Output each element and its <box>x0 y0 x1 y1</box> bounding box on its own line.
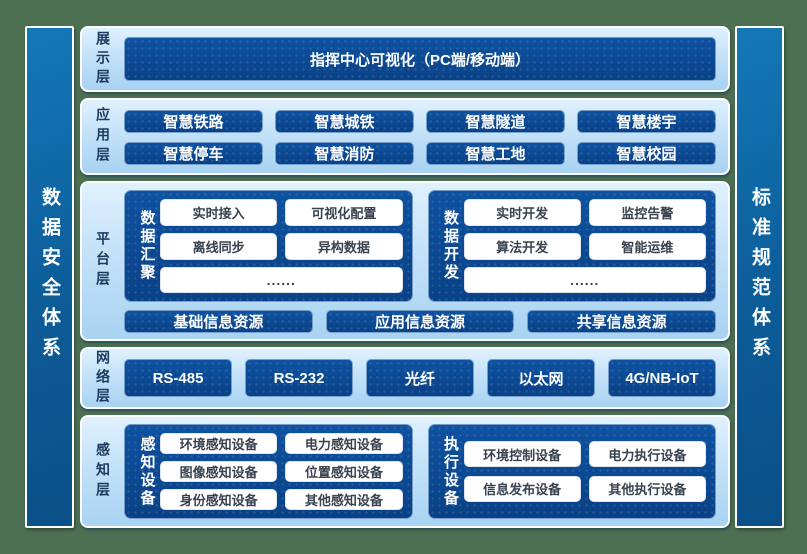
layer-stack: 展示层 指挥中心可视化（PC端/移动端） 应用层 智慧铁路 智慧城铁 智慧隧道 … <box>80 26 730 528</box>
capability-box-heterogeneous-data: 异构数据 <box>285 233 403 260</box>
group-label-col: 执行设备 <box>438 433 464 510</box>
capability-box-offline-sync: 离线同步 <box>160 233 278 260</box>
network-box-rs485: RS-485 <box>124 359 232 397</box>
layer-label-col: 应用层 <box>82 100 124 173</box>
data-aggregation-panel: 数据汇聚 实时接入 可视化配置 离线同步 异构数据 ...... <box>124 190 413 303</box>
command-center-box: 指挥中心可视化（PC端/移动端） <box>124 37 716 82</box>
app-box-smart-parking: 智慧停车 <box>124 142 263 166</box>
layer-perception-label: 感知层 <box>95 441 111 502</box>
resource-box-application-info: 应用信息资源 <box>325 310 515 334</box>
data-development-grid: 实时开发 监控告警 算法开发 智能运维 ...... <box>463 199 706 294</box>
data-development-label: 数据开发 <box>442 210 459 283</box>
capability-box-realtime-dev: 实时开发 <box>463 199 581 227</box>
group-label-col: 数据汇聚 <box>134 199 160 293</box>
capability-box-intelligent-ops: 智能运维 <box>588 233 706 260</box>
data-aggregation-label: 数据汇聚 <box>138 210 156 283</box>
layer-platform-label: 平台层 <box>95 231 111 292</box>
app-box-smart-campus: 智慧校园 <box>577 142 716 166</box>
layer-display-label: 展示层 <box>95 30 111 88</box>
layer-application-content: 智慧铁路 智慧城铁 智慧隧道 智慧楼宇 智慧停车 智慧消防 智慧工地 智慧校园 <box>124 100 728 173</box>
network-box-ethernet: 以太网 <box>487 359 595 397</box>
app-box-smart-building: 智慧楼宇 <box>577 110 716 134</box>
standards-label: 标准规范体系 <box>749 187 770 367</box>
platform-groups: 数据汇聚 实时接入 可视化配置 离线同步 异构数据 ...... 数据开发 <box>124 190 716 303</box>
layer-application: 应用层 智慧铁路 智慧城铁 智慧隧道 智慧楼宇 智慧停车 智慧消防 智慧工地 智… <box>80 98 730 176</box>
device-box-environment-sensing: 环境感知设备 <box>160 433 278 454</box>
device-box-image-sensing: 图像感知设备 <box>160 461 278 482</box>
network-box-fiber: 光纤 <box>366 359 474 397</box>
app-box-smart-metro: 智慧城铁 <box>275 110 414 134</box>
device-box-power-actuator: 电力执行设备 <box>588 441 706 468</box>
capability-box-monitoring-alert: 监控告警 <box>588 199 706 227</box>
resource-row: 基础信息资源 应用信息资源 共享信息资源 <box>124 310 717 334</box>
capability-box-more: ...... <box>160 266 403 294</box>
layer-display-content: 指挥中心可视化（PC端/移动端） <box>124 28 728 90</box>
capability-box-visual-config: 可视化配置 <box>285 199 403 227</box>
group-label-col: 数据开发 <box>438 199 464 293</box>
device-box-other-sensing: 其他感知设备 <box>285 489 403 510</box>
layer-network: 网络层 RS-485 RS-232 光纤 以太网 4G/NB-IoT <box>80 347 730 409</box>
actuator-devices-label: 执行设备 <box>442 435 459 508</box>
layer-network-label: 网络层 <box>95 349 111 407</box>
layer-perception-content: 感知设备 环境感知设备 电力感知设备 图像感知设备 位置感知设备 身份感知设备 … <box>124 417 728 526</box>
data-security-label: 数据安全体系 <box>39 187 60 367</box>
device-box-other-actuator: 其他执行设备 <box>588 475 706 502</box>
device-box-info-publishing: 信息发布设备 <box>463 475 581 502</box>
network-box-4g-nbiot: 4G/NB-IoT <box>608 359 716 397</box>
capability-box-more: ...... <box>463 266 706 294</box>
layer-label-col: 平台层 <box>82 183 124 339</box>
device-box-identity-sensing: 身份感知设备 <box>160 489 278 510</box>
network-box-rs232: RS-232 <box>245 359 353 397</box>
layer-platform: 平台层 数据汇聚 实时接入 可视化配置 离线同步 异构数据 ...... <box>80 181 730 342</box>
resource-box-shared-info: 共享信息资源 <box>527 310 717 334</box>
resource-box-basic-info: 基础信息资源 <box>124 310 313 334</box>
layer-network-content: RS-485 RS-232 光纤 以太网 4G/NB-IoT <box>124 349 728 407</box>
data-development-panel: 数据开发 实时开发 监控告警 算法开发 智能运维 ...... <box>427 190 716 303</box>
standards-sidebar: 标准规范体系 <box>735 26 784 528</box>
sensing-devices-grid: 环境感知设备 电力感知设备 图像感知设备 位置感知设备 身份感知设备 其他感知设… <box>160 433 403 510</box>
device-box-environment-control: 环境控制设备 <box>463 441 581 468</box>
app-box-smart-railway: 智慧铁路 <box>124 110 263 134</box>
data-security-sidebar: 数据安全体系 <box>25 26 74 528</box>
layer-perception: 感知层 感知设备 环境感知设备 电力感知设备 图像感知设备 位置感知设备 身份感… <box>80 415 730 528</box>
group-label-col: 感知设备 <box>134 433 160 510</box>
sensing-devices-panel: 感知设备 环境感知设备 电力感知设备 图像感知设备 位置感知设备 身份感知设备 … <box>124 424 413 519</box>
device-box-location-sensing: 位置感知设备 <box>285 461 403 482</box>
layer-label-col: 展示层 <box>82 28 124 90</box>
layer-display: 展示层 指挥中心可视化（PC端/移动端） <box>80 26 730 93</box>
app-box-smart-firefighting: 智慧消防 <box>275 142 414 166</box>
capability-box-realtime-access: 实时接入 <box>160 199 278 227</box>
sensing-devices-label: 感知设备 <box>138 435 156 508</box>
device-box-power-sensing: 电力感知设备 <box>285 433 403 454</box>
layer-label-col: 网络层 <box>82 349 124 407</box>
app-box-smart-tunnel: 智慧隧道 <box>426 110 565 134</box>
layer-label-col: 感知层 <box>82 417 124 526</box>
layer-application-label: 应用层 <box>95 106 111 167</box>
app-box-smart-site: 智慧工地 <box>426 142 565 166</box>
actuator-devices-grid: 环境控制设备 电力执行设备 信息发布设备 其他执行设备 <box>463 433 706 510</box>
actuator-devices-panel: 执行设备 环境控制设备 电力执行设备 信息发布设备 其他执行设备 <box>427 424 716 519</box>
capability-box-algorithm-dev: 算法开发 <box>463 233 581 260</box>
layer-platform-content: 数据汇聚 实时接入 可视化配置 离线同步 异构数据 ...... 数据开发 <box>124 183 728 339</box>
data-aggregation-grid: 实时接入 可视化配置 离线同步 异构数据 ...... <box>160 199 403 294</box>
